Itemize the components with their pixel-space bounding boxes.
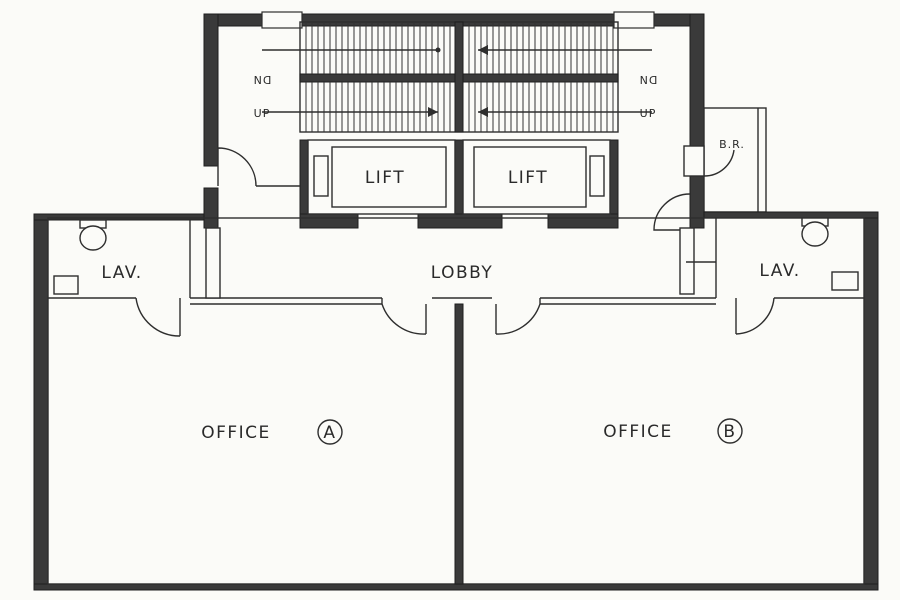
lav-left-label: LAV. [101,263,142,283]
svg-text:A: A [323,423,336,443]
office-doors [381,298,541,335]
lav-left [48,219,191,337]
svg-text:OFFICE: OFFICE [201,423,271,443]
stair-up-left-label: UP [254,107,271,120]
lobby-label: LOBBY [431,263,494,283]
core-doors [217,147,691,231]
svg-text:DN: DN [253,73,272,86]
br-label: B.R. [719,138,745,151]
svg-text:B: B [723,422,736,442]
svg-text:OFFICE: OFFICE [603,422,673,442]
office-divider [454,303,464,585]
lift-right-label: LIFT [508,168,548,188]
stairs [262,21,652,133]
stair-dn-right-label: DN [639,73,658,86]
lift-left-label: LIFT [365,168,405,188]
office-b-label: OFFICE B [603,418,743,444]
svg-text:DN: DN [639,73,658,86]
core-walls [203,11,705,229]
office-a-label: OFFICE A [201,419,343,445]
lift-shafts [299,139,619,229]
stair-dn-left-label: DN [253,73,272,86]
lobby [190,227,716,305]
lav-right [715,217,864,335]
lav-right-label: LAV. [759,261,800,281]
stair-up-right-label: UP [640,107,657,120]
